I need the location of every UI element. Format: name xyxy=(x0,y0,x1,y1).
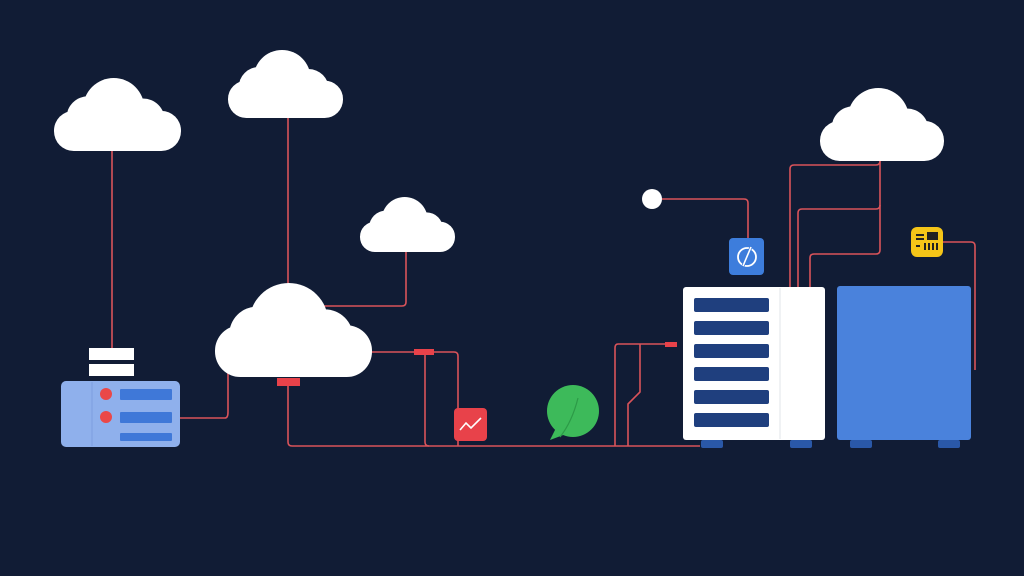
cabinet-foot xyxy=(938,440,960,448)
connector-line xyxy=(809,205,881,287)
rack-bar xyxy=(694,390,769,404)
clouds xyxy=(54,50,944,377)
cabinet-foot xyxy=(701,440,723,448)
connector-line xyxy=(180,370,229,419)
connector-line xyxy=(371,351,459,446)
rack-server xyxy=(683,287,825,440)
server-slot xyxy=(120,433,172,441)
edit-icon[interactable] xyxy=(729,238,764,275)
connector-line xyxy=(627,344,641,446)
cloud-icon xyxy=(228,50,343,118)
small-server xyxy=(61,348,180,447)
status-led xyxy=(100,411,112,423)
cloud-icon xyxy=(820,88,944,161)
cloud-icon xyxy=(54,78,181,151)
connector-line xyxy=(614,343,665,446)
rack-bar xyxy=(694,367,769,381)
connector-line xyxy=(318,251,407,307)
port-connector xyxy=(414,349,434,355)
connector-line xyxy=(789,150,881,287)
chat-bubble-icon[interactable] xyxy=(547,385,599,440)
rack-bar xyxy=(694,321,769,335)
status-led xyxy=(100,388,112,400)
rack-bar xyxy=(694,298,769,312)
cabinet-foot xyxy=(790,440,812,448)
dashboard-icon[interactable] xyxy=(911,227,943,257)
chart-icon[interactable] xyxy=(454,408,487,441)
server-slot xyxy=(120,412,172,423)
rack-bar xyxy=(694,344,769,358)
blue-cabinet xyxy=(837,286,971,440)
cabinet-foot xyxy=(850,440,872,448)
server-slot xyxy=(120,389,172,400)
server-cap xyxy=(89,364,134,376)
node-dot-icon[interactable] xyxy=(642,189,662,209)
port-connector xyxy=(665,342,677,347)
rack-bar xyxy=(694,413,769,427)
connector-line xyxy=(424,355,430,447)
connector-line xyxy=(287,386,700,447)
connector-lines xyxy=(111,117,976,447)
server-cap xyxy=(89,348,134,360)
connector-line xyxy=(662,198,749,238)
connector-line xyxy=(943,241,976,370)
port-connector xyxy=(277,378,300,386)
cloud-icon xyxy=(360,197,455,252)
cloud-icon xyxy=(215,283,372,377)
